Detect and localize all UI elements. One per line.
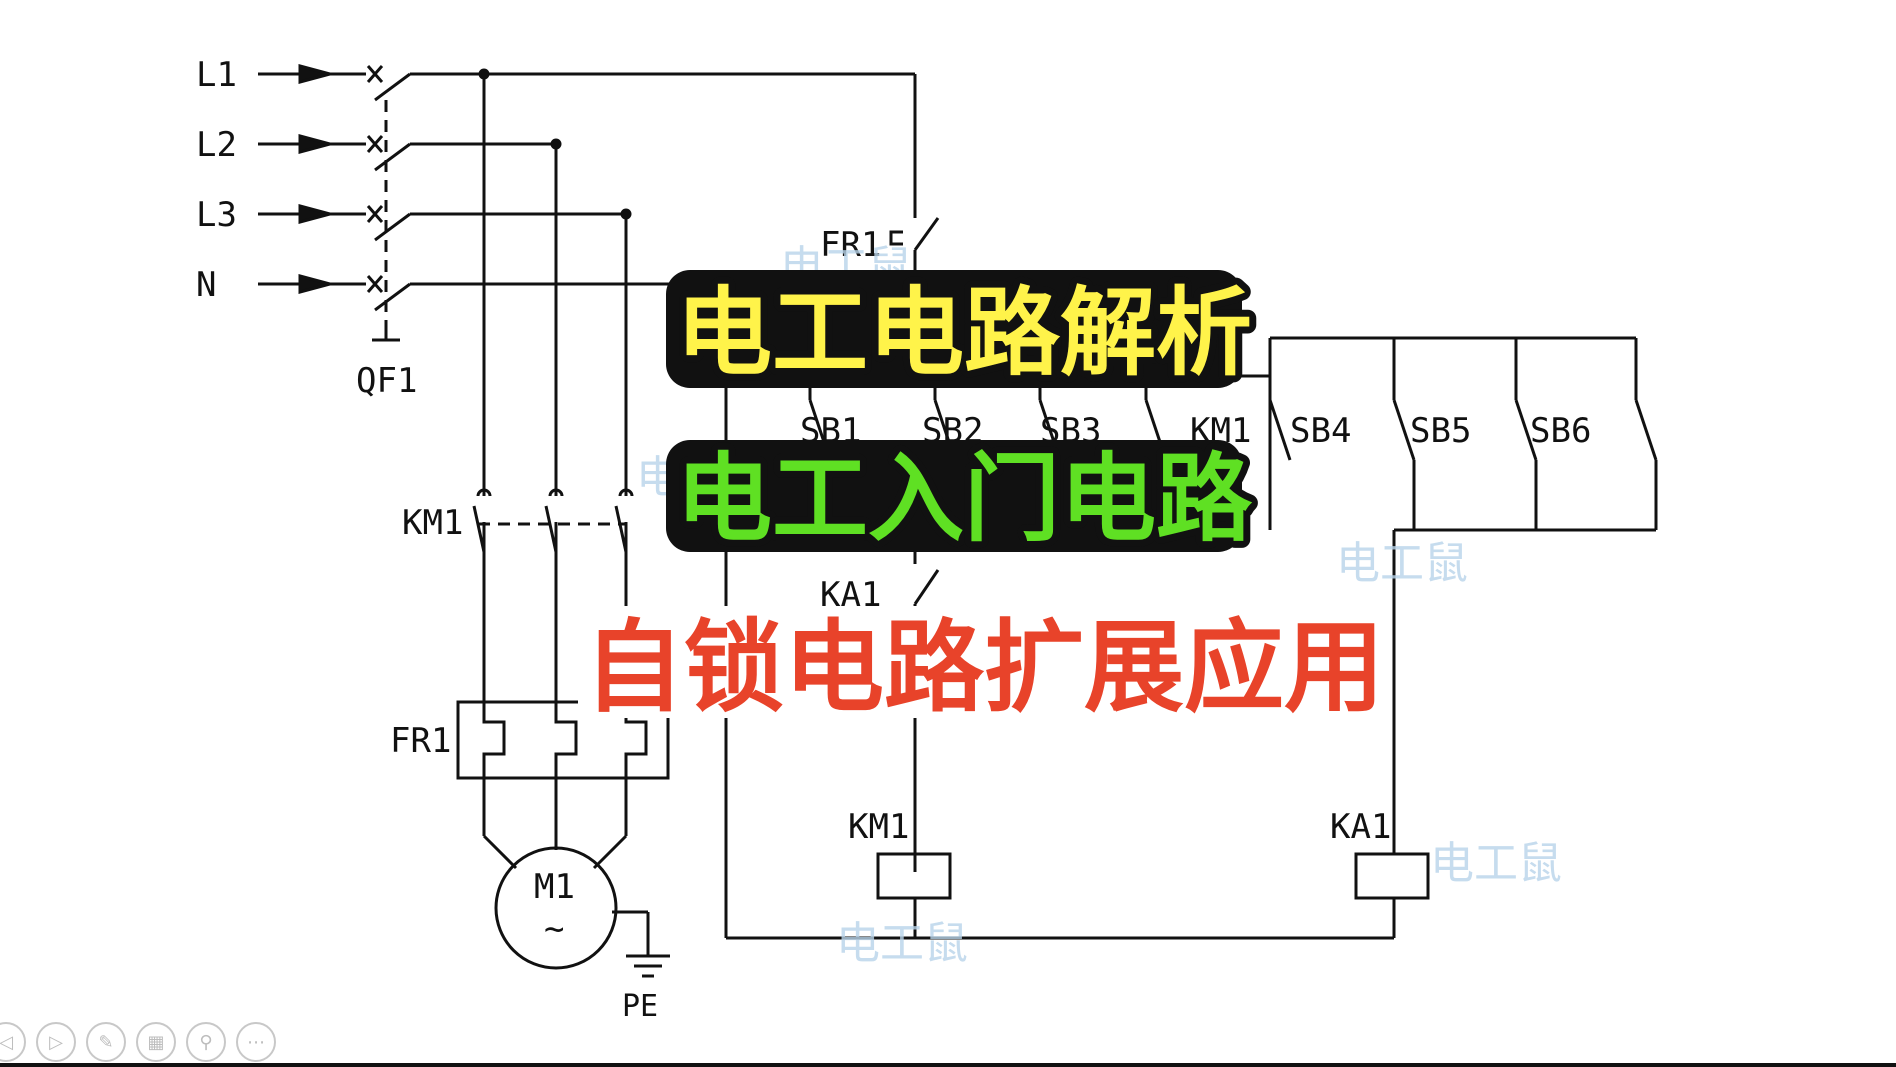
- thermal-relay-fr1: [456, 700, 670, 870]
- motor-m1-label: M1: [534, 867, 575, 907]
- title1-background: [666, 270, 1242, 388]
- km1-coil-label: KM1: [848, 807, 909, 847]
- button-sb5-label: SB5: [1410, 411, 1471, 451]
- watermark: 电工鼠: [836, 918, 968, 969]
- terminal-l1-label: L1: [196, 55, 237, 95]
- terminal-l2-label: L2: [196, 125, 237, 165]
- play-icon[interactable]: ▷: [36, 1022, 76, 1062]
- prev-icon[interactable]: ◁: [0, 1022, 26, 1062]
- bottom-bar: [0, 1063, 1896, 1067]
- contactor-km1-main-label: KM1: [402, 503, 463, 543]
- slides-icon[interactable]: ▦: [136, 1022, 176, 1062]
- watermark: 电工鼠: [1430, 838, 1562, 889]
- more-icon[interactable]: ⋯: [236, 1022, 276, 1062]
- supply-terminals: L1 L2 L3 N: [196, 55, 336, 305]
- motor-phase-symbol: ~: [544, 909, 564, 949]
- title-self-lock-extension: 自锁电路扩展应用: [584, 609, 1384, 726]
- breaker-qf1: [330, 65, 411, 342]
- terminal-n-label: N: [196, 265, 216, 305]
- overlay-titles: 电工电路解析 电工入门电路 自锁电路扩展应用: [578, 270, 1384, 726]
- zoom-icon[interactable]: ⚲: [186, 1022, 226, 1062]
- terminal-l3-label: L3: [196, 195, 237, 235]
- watermark: 电工鼠: [1336, 538, 1468, 589]
- title3-background: [578, 606, 1326, 718]
- button-sb4-label: SB4: [1290, 411, 1351, 451]
- button-sb6-label: SB6: [1530, 411, 1591, 451]
- breaker-qf1-label: QF1: [356, 361, 417, 401]
- presentation-toolbar: ◁ ▷ ✎ ▦ ⚲ ⋯: [0, 1022, 276, 1064]
- thermal-relay-fr1-label: FR1: [390, 721, 451, 761]
- title-circuit-analysis: 电工电路解析: [676, 277, 1252, 389]
- ka1-coil-label: KA1: [1330, 807, 1391, 847]
- title-beginner-circuits: 电工入门电路: [676, 443, 1253, 555]
- fr1-nc-contact-label: FR1: [820, 225, 881, 265]
- pen-icon[interactable]: ✎: [86, 1022, 126, 1062]
- title2-background: [666, 440, 1242, 552]
- pe-ground-label: PE: [622, 989, 658, 1024]
- motor-m1: M1 ~ PE: [494, 846, 670, 1024]
